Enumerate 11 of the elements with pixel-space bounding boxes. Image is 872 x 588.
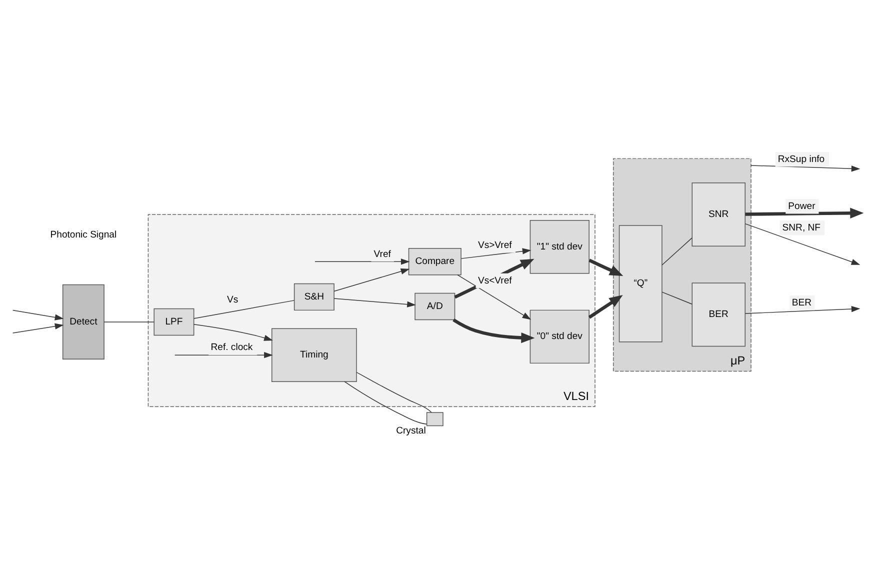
edge-label: BER [792, 297, 812, 308]
node-label: Crystal [396, 425, 426, 436]
edge-label: Vs<Vref [478, 275, 512, 286]
edge-label: Ref. clock [210, 342, 253, 354]
label: Photonic Signal [50, 230, 117, 241]
edge-label: SNR, NF [782, 222, 821, 234]
edge-label: Vs>Vref [478, 240, 512, 251]
edge-label: Power [788, 200, 816, 212]
edge-label: Vs [226, 294, 238, 306]
edge-label: RxSup info [778, 154, 825, 165]
edge-label: Vref [374, 248, 391, 260]
